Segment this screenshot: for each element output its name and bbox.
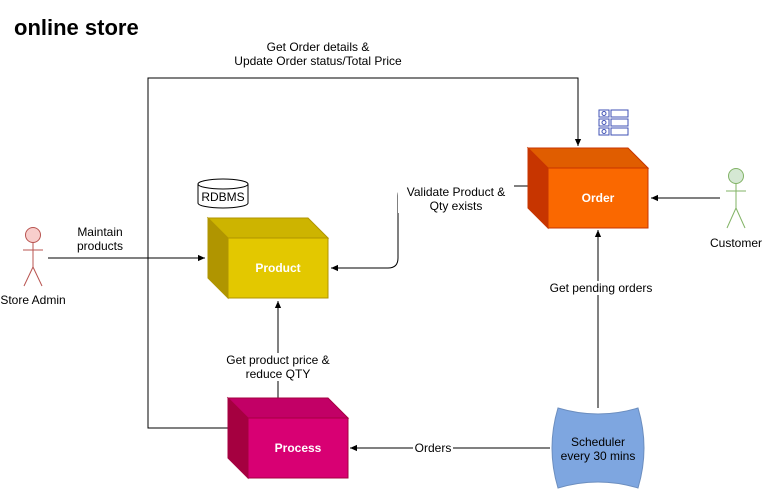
edge-label-maintain-line2: products <box>76 239 124 253</box>
edge-label-validate-line2: Qty exists <box>429 199 483 213</box>
order-label: Order <box>581 191 615 205</box>
edge-label-orders: Orders <box>413 441 453 455</box>
scheduler-shape <box>551 407 645 489</box>
customer-actor <box>726 168 746 229</box>
scheduler-label: Scheduler every 30 mins <box>548 435 648 463</box>
process-label: Process <box>274 441 322 455</box>
edge-label-product-price-line2: reduce QTY <box>245 367 311 381</box>
rdbms-cylinder <box>197 178 249 209</box>
edge-label-pending-orders: Get pending orders <box>544 281 658 295</box>
product-cube <box>206 216 330 300</box>
order-cube <box>526 146 650 230</box>
scheduler-label-line2: every 30 mins <box>560 449 636 463</box>
edge-label-product-price-line1: Get product price & <box>226 353 330 367</box>
diagram-title: online store <box>14 15 139 40</box>
edge-label-validate-line1: Validate Product & <box>406 185 506 199</box>
store-admin-label: Store Admin <box>0 293 66 307</box>
customer-label: Customer <box>709 236 762 250</box>
scheduler-label-line1: Scheduler <box>570 435 626 449</box>
store-admin-actor <box>23 227 43 287</box>
edge-label-order-details-line1: Get Order details & <box>266 40 370 54</box>
edge-label-maintain: Maintain products <box>68 225 132 253</box>
table-icon <box>598 109 629 136</box>
product-label: Product <box>255 261 301 275</box>
edge-label-order-details: Get Order details & Update Order status/… <box>218 40 418 68</box>
edge-label-order-details-line2: Update Order status/Total Price <box>234 54 402 68</box>
process-cube <box>226 396 350 480</box>
edge-label-product-price: Get product price & reduce QTY <box>206 353 350 381</box>
edge-label-validate: Validate Product & Qty exists <box>398 185 514 213</box>
edge-process-to-order <box>147 77 582 429</box>
edge-label-maintain-line1: Maintain <box>77 225 123 239</box>
rdbms-label: RDBMS <box>201 190 245 204</box>
